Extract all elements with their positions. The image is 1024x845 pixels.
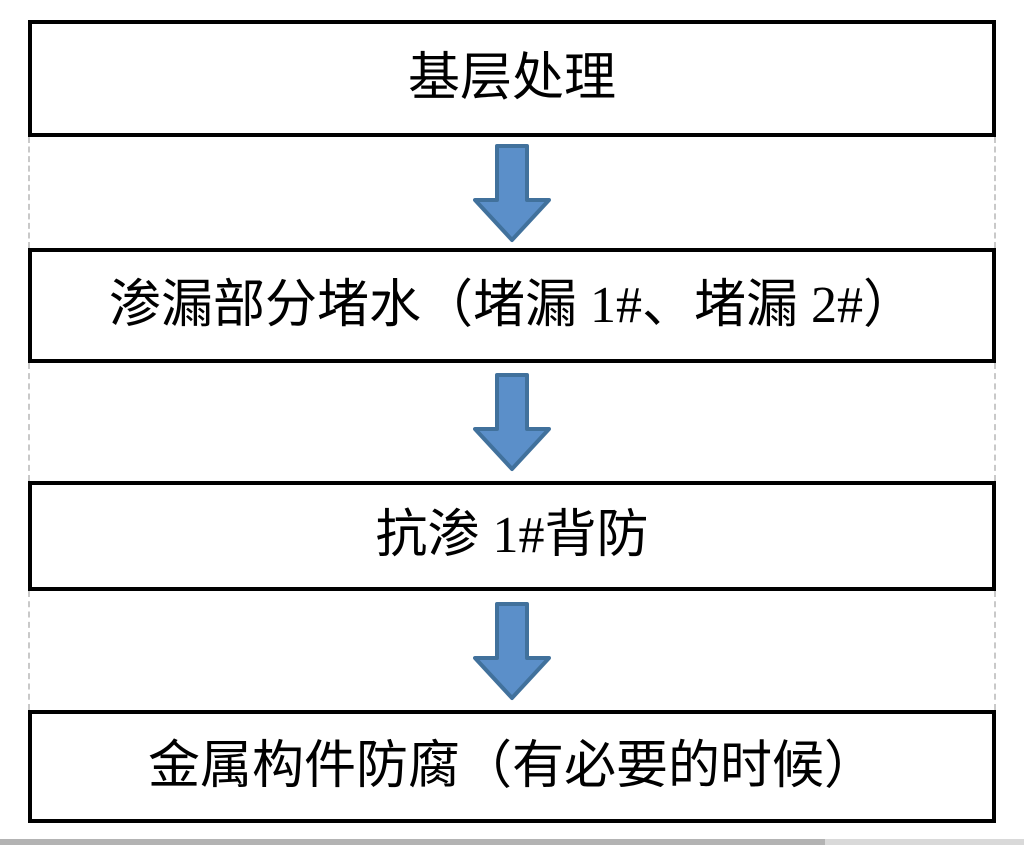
down-arrow-shape (473, 143, 551, 242)
flow-step-label: 金属构件防腐（有必要的时候） (147, 737, 876, 795)
flow-step-base-treatment: 基层处理 (28, 20, 996, 137)
flow-step-label: 基层处理 (407, 49, 616, 107)
connector-cell (28, 363, 996, 481)
flow-step-label: 抗渗 1#背防 (375, 507, 649, 565)
flow-step-label: 渗漏部分堵水（堵漏 1#、堵漏 2#） (108, 276, 915, 334)
down-arrow-icon (473, 601, 551, 700)
flow-step-anti-seepage: 抗渗 1#背防 (28, 481, 996, 591)
flow-step-leak-plugging: 渗漏部分堵水（堵漏 1#、堵漏 2#） (28, 248, 996, 363)
down-arrow-icon (473, 143, 551, 242)
flow-step-metal-anticorrosion: 金属构件防腐（有必要的时候） (28, 710, 996, 823)
scrollbar-thumb[interactable] (0, 839, 825, 845)
down-arrow-icon (473, 373, 551, 471)
connector-cell (28, 591, 996, 710)
down-arrow-shape (473, 601, 551, 700)
process-flowchart: 基层处理 渗漏部分堵水（堵漏 1#、堵漏 2#） 抗渗 1#背防 金属构件防腐（… (28, 20, 996, 823)
horizontal-scrollbar[interactable] (0, 839, 1024, 845)
down-arrow-shape (473, 373, 551, 471)
connector-cell (28, 137, 996, 248)
